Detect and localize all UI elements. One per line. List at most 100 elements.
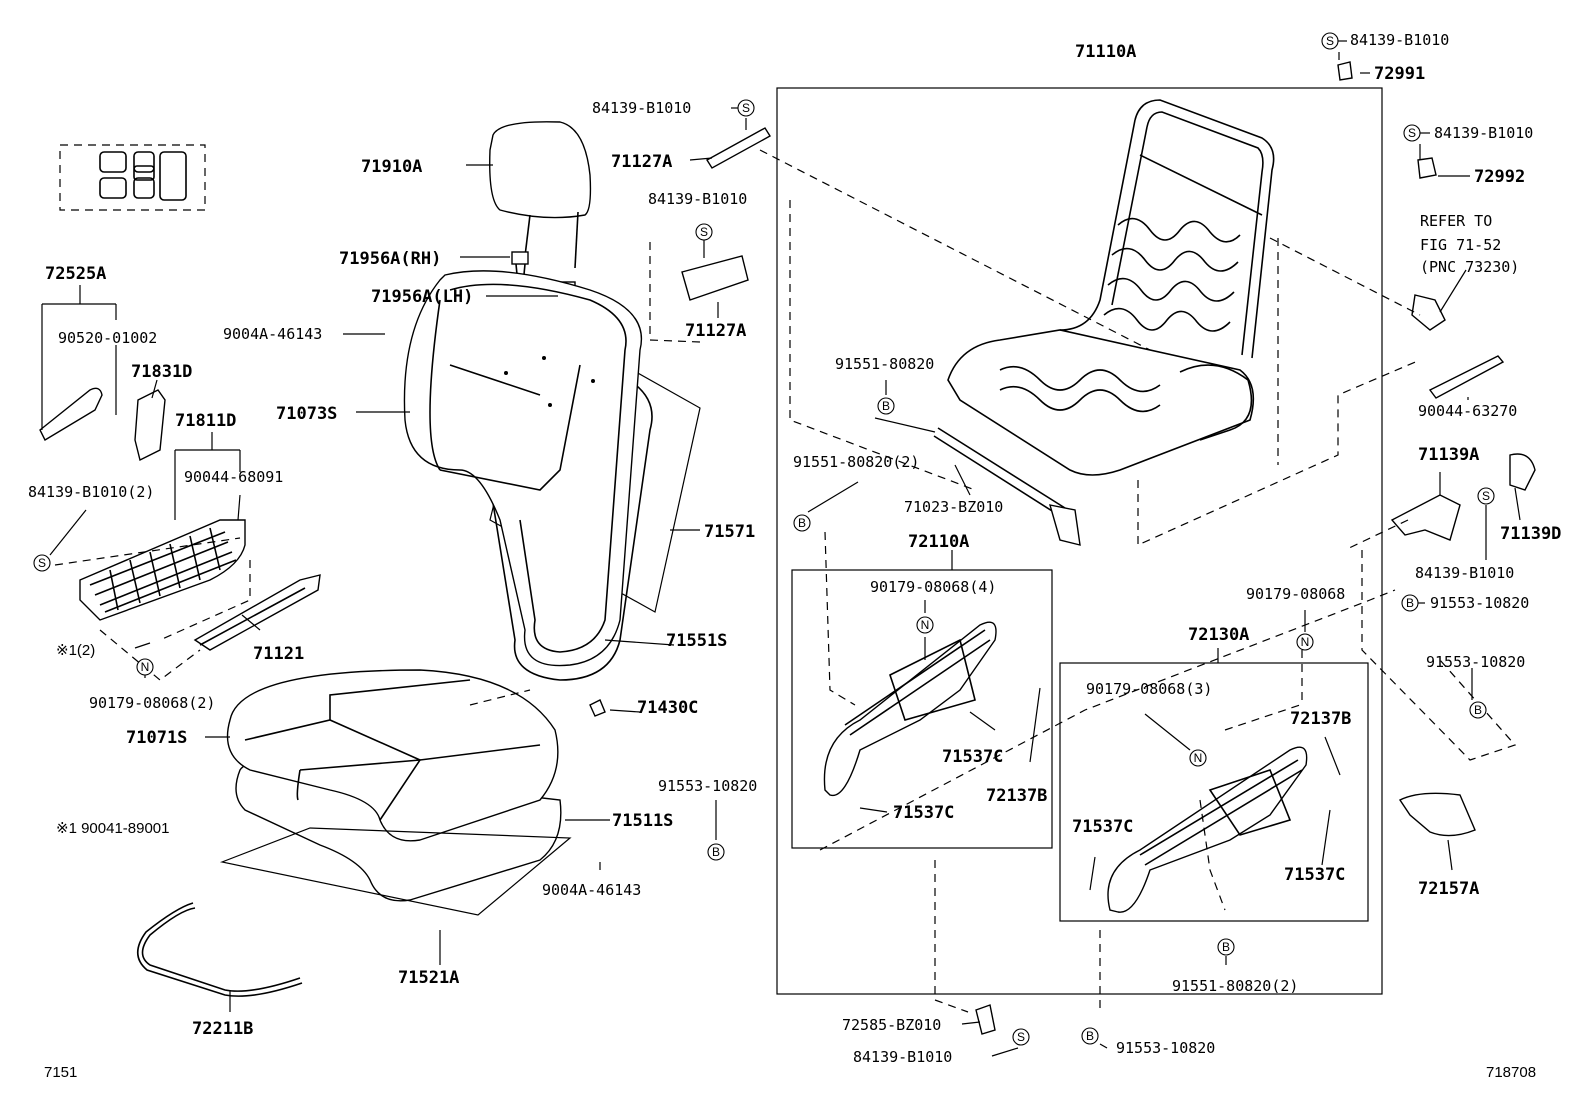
part-label-72585-bz010: 72585-BZ010 [842, 1016, 941, 1034]
part-label-90179-08068-3: 90179-08068(3) [1086, 680, 1212, 698]
part-label-71551s: 71551S [666, 631, 727, 651]
part-label-71023-bz010: 71023-BZ010 [904, 498, 1003, 516]
part-label-91551-80820: 91551-80820 [835, 355, 934, 373]
part-label-90179-08068-4: 90179-08068(4) [870, 578, 996, 596]
svg-text:B: B [882, 399, 890, 413]
marker-s: S [695, 223, 713, 241]
part-label-71127a: 71127A [611, 152, 672, 172]
svg-text:S: S [700, 225, 708, 239]
svg-text:B: B [1222, 940, 1230, 954]
seat-cushion-drawing [219, 669, 572, 916]
marker-s: S [1321, 32, 1339, 50]
part-label-84139-b1010: 84139-B1010 [1434, 124, 1533, 142]
marker-s: S [1403, 124, 1421, 142]
part-label-72991: 72991 [1374, 64, 1425, 84]
part-label-71071s: 71071S [126, 728, 187, 748]
svg-text:S: S [38, 556, 46, 570]
part-label-84139-b1010: 84139-B1010 [1350, 31, 1449, 49]
clip-drawing-72992 [1417, 157, 1437, 179]
marker-b: B [1081, 1027, 1099, 1045]
svg-text:N: N [1301, 635, 1310, 649]
marker-b: B [707, 843, 725, 861]
part-label-90520-01002: 90520-01002 [58, 329, 157, 347]
part-label-71956a-rh: 71956A(RH) [339, 249, 441, 269]
part-label-71571: 71571 [704, 522, 755, 542]
adjuster-drawing-left [823, 621, 997, 797]
refer-note-line1: REFER TO [1420, 212, 1492, 230]
svg-text:N: N [921, 618, 930, 632]
part-label-71430c: 71430C [637, 698, 698, 718]
svg-text:B: B [1474, 703, 1482, 717]
part-label-90179-08068-2: 90179-08068(2) [89, 694, 215, 712]
part-label-91553-10820: 91553-10820 [658, 777, 757, 795]
part-label-71956a-lh: 71956A(LH) [371, 287, 473, 307]
part-label-71811d: 71811D [175, 411, 236, 431]
part-label-72525a: 72525A [45, 264, 106, 284]
bracket-drawing-72585 [975, 1004, 996, 1035]
marker-b: B [877, 397, 895, 415]
part-label-72211b: 72211B [192, 1019, 253, 1039]
part-label-72992: 72992 [1474, 167, 1525, 187]
part-label-71537c: 71537C [1072, 817, 1133, 837]
seat-back-drawing [403, 270, 701, 681]
clip-drawing-73230 [1411, 294, 1446, 331]
bracket-drawing-71139d [1509, 453, 1536, 491]
part-label-71537c: 71537C [1284, 865, 1345, 885]
adjuster-group-box-right [1059, 662, 1369, 922]
part-label-72157a: 72157A [1418, 879, 1479, 899]
part-label-71831d: 71831D [131, 362, 192, 382]
marker-s: S [33, 554, 51, 572]
part-label-91553-10820: 91553-10820 [1430, 594, 1529, 612]
marker-n: N [916, 616, 934, 634]
part-label-71139d: 71139D [1500, 524, 1561, 544]
marker-n: N [1189, 749, 1207, 767]
side-shield-drawing [39, 387, 321, 651]
marker-s: S [1012, 1028, 1030, 1046]
marker-n: N [136, 658, 154, 676]
part-label-90044-68091: 90044-68091 [184, 468, 283, 486]
svg-text:S: S [1326, 34, 1334, 48]
marker-n: N [1296, 633, 1314, 651]
svg-text:N: N [1194, 751, 1203, 765]
part-label-90044-63270: 90044-63270 [1418, 402, 1517, 420]
strip-drawing-71127a-low [681, 255, 749, 301]
page-code: 7151 [44, 1064, 77, 1081]
svg-text:B: B [712, 845, 720, 859]
svg-text:S: S [1017, 1030, 1025, 1044]
svg-text:B: B [798, 516, 806, 530]
marker-s: S [1477, 487, 1495, 505]
part-label-91553-10820: 91553-10820 [1116, 1039, 1215, 1057]
spring-wire-drawing [141, 907, 301, 992]
refer-note-line2: FIG 71-52 [1420, 236, 1501, 254]
figure-code: 718708 [1486, 1064, 1536, 1081]
strip-drawing-71127a-top [706, 127, 771, 169]
part-label-84139-b1010: 84139-B1010 [648, 190, 747, 208]
part-label-71127a: 71127A [685, 321, 746, 341]
part-label-84139-b1010-2: 84139-B1010(2) [28, 483, 154, 501]
bracket-drawing-71139a [1390, 494, 1461, 541]
frame-group-box [776, 87, 1383, 995]
part-label-90179-08068: 90179-08068 [1246, 585, 1345, 603]
part-label-71521a: 71521A [398, 968, 459, 988]
svg-text:S: S [742, 101, 750, 115]
marker-s: S [737, 99, 755, 117]
part-label-71139a: 71139A [1418, 445, 1479, 465]
vehicle-position-thumbnail [59, 144, 206, 211]
cover-drawing-72157a [1398, 792, 1476, 837]
svg-text:B: B [1406, 596, 1414, 610]
marker-b: B [1217, 938, 1235, 956]
refer-note-line3: (PNC 73230) [1420, 258, 1519, 276]
seat-frame-drawing [933, 99, 1275, 546]
svg-text:S: S [1482, 489, 1490, 503]
marker-b: B [793, 514, 811, 532]
part-label-71110a: 71110A [1075, 42, 1136, 62]
part-label-72110a: 72110A [908, 532, 969, 552]
clip-drawing-72991 [1337, 61, 1353, 81]
tie-drawing-90044 [1428, 355, 1505, 399]
svg-text:B: B [1086, 1029, 1094, 1043]
part-label-x1-2: ※1(2) [56, 642, 95, 659]
part-label-71910a: 71910A [361, 157, 422, 177]
svg-text:S: S [1408, 126, 1416, 140]
part-label-72137b: 72137B [1290, 709, 1351, 729]
